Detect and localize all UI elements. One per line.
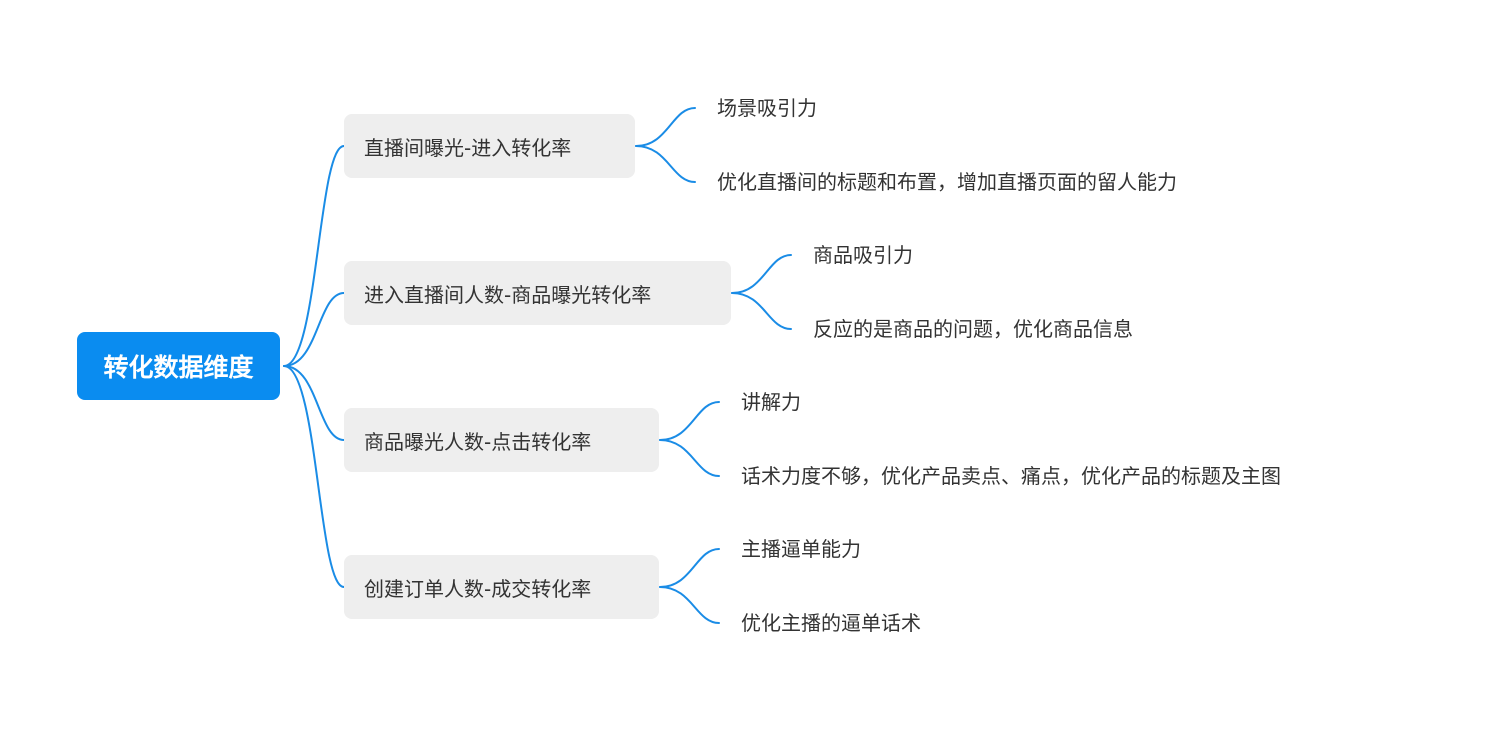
connector-branch-1-leaf-2 <box>635 145 696 183</box>
connector-branch-2-leaf-1 <box>731 254 792 294</box>
connector-root-branch-4 <box>283 365 345 588</box>
connector-branch-3-leaf-1 <box>659 401 720 441</box>
connector-root-branch-2 <box>283 292 345 367</box>
branch-node-3[interactable]: 商品曝光人数-点击转化率 <box>344 408 659 472</box>
root-node[interactable]: 转化数据维度 <box>77 332 280 400</box>
leaf-node-4-2[interactable]: 优化主播的逼单话术 <box>741 611 921 635</box>
connector-branch-3-leaf-2 <box>659 439 720 477</box>
leaf-node-3-1[interactable]: 讲解力 <box>741 390 801 414</box>
leaf-node-2-2[interactable]: 反应的是商品的问题，优化商品信息 <box>813 317 1133 341</box>
branch-node-2[interactable]: 进入直播间人数-商品曝光转化率 <box>344 261 731 325</box>
leaf-node-3-2[interactable]: 话术力度不够，优化产品卖点、痛点，优化产品的标题及主图 <box>741 464 1281 488</box>
connector-root-branch-1 <box>283 145 345 367</box>
connector-root-branch-3 <box>283 365 345 441</box>
branch-node-4[interactable]: 创建订单人数-成交转化率 <box>344 555 659 619</box>
leaf-node-4-1[interactable]: 主播逼单能力 <box>741 537 861 561</box>
connector-branch-4-leaf-2 <box>659 586 720 624</box>
branch-node-1[interactable]: 直播间曝光-进入转化率 <box>344 114 635 178</box>
leaf-node-2-1[interactable]: 商品吸引力 <box>813 243 913 267</box>
leaf-node-1-1[interactable]: 场景吸引力 <box>717 96 817 120</box>
leaf-node-1-2[interactable]: 优化直播间的标题和布置，增加直播页面的留人能力 <box>717 170 1177 194</box>
connector-branch-4-leaf-1 <box>659 548 720 588</box>
connector-branch-2-leaf-2 <box>731 292 792 330</box>
connector-branch-1-leaf-1 <box>635 107 696 147</box>
